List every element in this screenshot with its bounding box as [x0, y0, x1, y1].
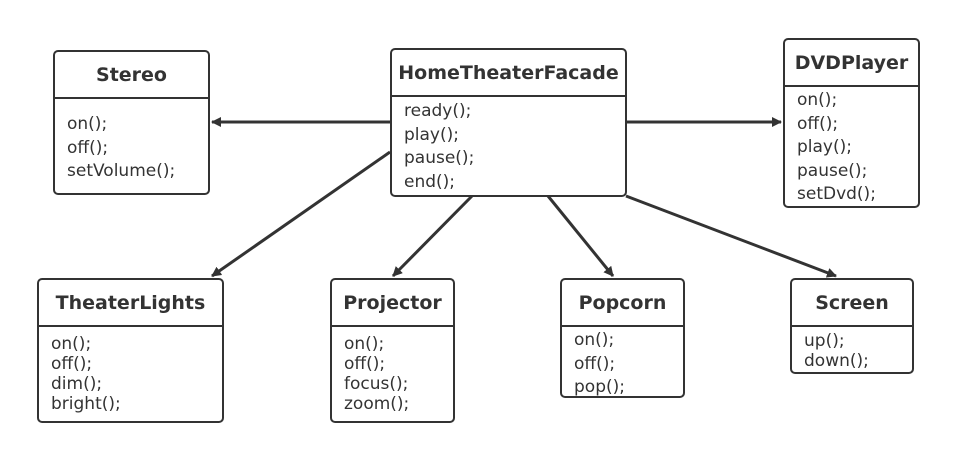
method-off: off();: [574, 353, 616, 374]
method-focus: focus();: [344, 374, 409, 394]
method-list: on(); off(); play(); pause(); setDvd();: [785, 87, 918, 207]
class-box-dvdplayer: DVDPlayer on(); off(); play(); pause(); …: [783, 38, 920, 208]
class-name: HomeTheaterFacade: [392, 50, 625, 97]
method-list: ready(); play(); pause(); end();: [392, 97, 625, 194]
method-list: on(); off(); setVolume();: [55, 99, 208, 184]
method-setdvd: setDvd();: [797, 184, 876, 204]
method-play: play();: [797, 137, 852, 157]
class-box-hometheaterfacade: HomeTheaterFacade ready(); play(); pause…: [390, 48, 627, 197]
class-name: Popcorn: [562, 280, 683, 327]
method-dim: dim();: [51, 374, 103, 394]
class-box-screen: Screen up(); down();: [790, 278, 914, 374]
method-down: down();: [804, 351, 869, 371]
method-off: off();: [67, 137, 109, 158]
method-setvolume: setVolume();: [67, 161, 176, 181]
method-pop: pop();: [574, 377, 625, 397]
method-on: on();: [344, 334, 385, 354]
class-box-stereo: Stereo on(); off(); setVolume();: [53, 50, 210, 195]
arrow-facade-to-theaterlights: [211, 150, 391, 278]
method-list: on(); off(); pop();: [562, 327, 683, 400]
method-pause: pause();: [797, 160, 868, 181]
class-box-theaterlights: TheaterLights on(); off(); dim(); bright…: [37, 278, 224, 423]
method-up: up();: [804, 331, 845, 351]
method-zoom: zoom();: [344, 394, 410, 414]
method-end: end();: [404, 171, 456, 192]
method-play: play();: [404, 124, 459, 145]
class-name: TheaterLights: [39, 280, 222, 327]
arrow-facade-to-screen: [625, 194, 837, 278]
method-off: off();: [51, 354, 93, 374]
method-on: on();: [797, 90, 838, 110]
class-name: Stereo: [55, 52, 208, 99]
class-box-popcorn: Popcorn on(); off(); pop();: [560, 278, 685, 398]
class-name: Screen: [792, 280, 912, 327]
method-bright: bright();: [51, 394, 121, 414]
method-ready: ready();: [404, 101, 472, 121]
class-box-projector: Projector on(); off(); focus(); zoom();: [330, 278, 455, 423]
method-pause: pause();: [404, 148, 475, 168]
method-on: on();: [51, 334, 92, 354]
arrow-facade-to-projector: [391, 194, 474, 278]
method-on: on();: [574, 330, 615, 350]
method-off: off();: [797, 113, 839, 134]
method-list: on(); off(); focus(); zoom();: [332, 327, 453, 414]
method-list: up(); down();: [792, 327, 912, 371]
method-list: on(); off(); dim(); bright();: [39, 327, 222, 414]
arrow-facade-to-popcorn: [546, 195, 615, 277]
class-name: DVDPlayer: [785, 40, 918, 87]
class-name: Projector: [332, 280, 453, 327]
method-off: off();: [344, 354, 386, 374]
method-on: on();: [67, 114, 108, 134]
